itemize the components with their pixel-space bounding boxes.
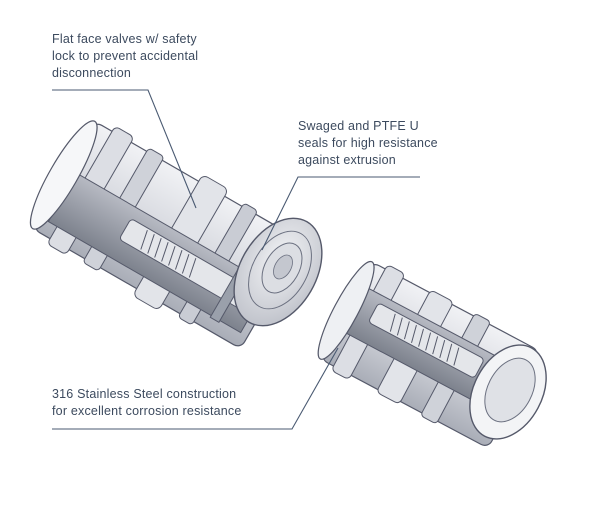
callout-ptfe-seals: Swaged and PTFE U seals for high resista… xyxy=(298,118,438,169)
leader-line-seals xyxy=(261,176,420,251)
plug-spring xyxy=(389,313,460,366)
plug-front-face xyxy=(317,260,375,360)
callout-flat-face-valves: Flat face valves w/ safety lock to preve… xyxy=(52,31,198,82)
callout-line: disconnection xyxy=(52,66,132,80)
callout-line: for excellent corrosion resistance xyxy=(52,404,242,418)
socket-rear-opening xyxy=(29,120,98,230)
plug-rear-opening xyxy=(469,344,547,440)
callout-line: seals for high resistance xyxy=(298,136,438,150)
leader-line-valves xyxy=(52,89,197,209)
callout-line: 316 Stainless Steel construction xyxy=(52,387,237,401)
plug-valve-stem xyxy=(369,303,484,378)
callout-line: against extrusion xyxy=(298,153,396,167)
plug-half xyxy=(317,260,547,446)
socket-half xyxy=(29,120,323,347)
socket-flat-face xyxy=(233,217,323,327)
callout-line: Swaged and PTFE U xyxy=(298,119,419,133)
leader-lines xyxy=(52,89,420,430)
callout-line: Flat face valves w/ safety xyxy=(52,32,197,46)
callout-stainless-steel: 316 Stainless Steel construction for exc… xyxy=(52,386,242,420)
socket-spring xyxy=(140,230,197,278)
callout-line: lock to prevent accidental xyxy=(52,49,199,63)
leader-line-steel xyxy=(52,347,339,430)
